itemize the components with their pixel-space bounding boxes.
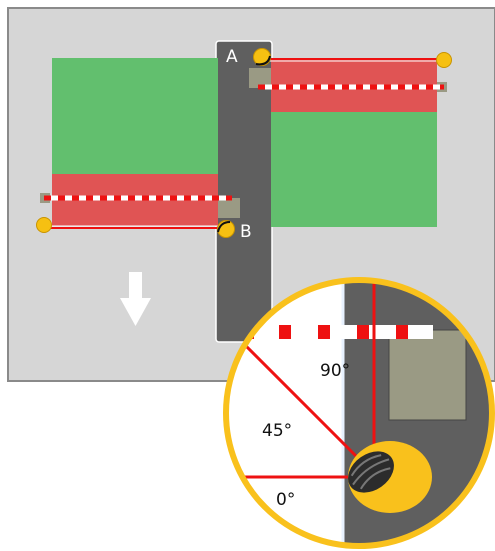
zoom-callout: 90° 45° 0°	[223, 277, 495, 549]
marker-a	[253, 48, 271, 66]
marker-a-tick	[255, 55, 271, 66]
zoom-ring	[223, 277, 495, 549]
marker-left-far	[36, 217, 52, 233]
marker-b-tick	[217, 221, 231, 233]
rotating-head-icon	[348, 451, 394, 493]
label-b: B	[240, 222, 252, 242]
left-field	[52, 58, 218, 176]
label-45: 45°	[262, 421, 292, 441]
right-field	[271, 110, 437, 227]
label-0: 0°	[276, 490, 295, 510]
left-gate-box	[218, 198, 240, 218]
label-a: A	[226, 47, 238, 67]
angle-line-45	[228, 328, 372, 472]
marker-right-far	[436, 52, 452, 68]
right-gate-box	[249, 68, 271, 88]
arrow-down-icon	[120, 272, 151, 326]
label-90: 90°	[320, 361, 350, 381]
zoom-gate-box	[388, 329, 467, 421]
